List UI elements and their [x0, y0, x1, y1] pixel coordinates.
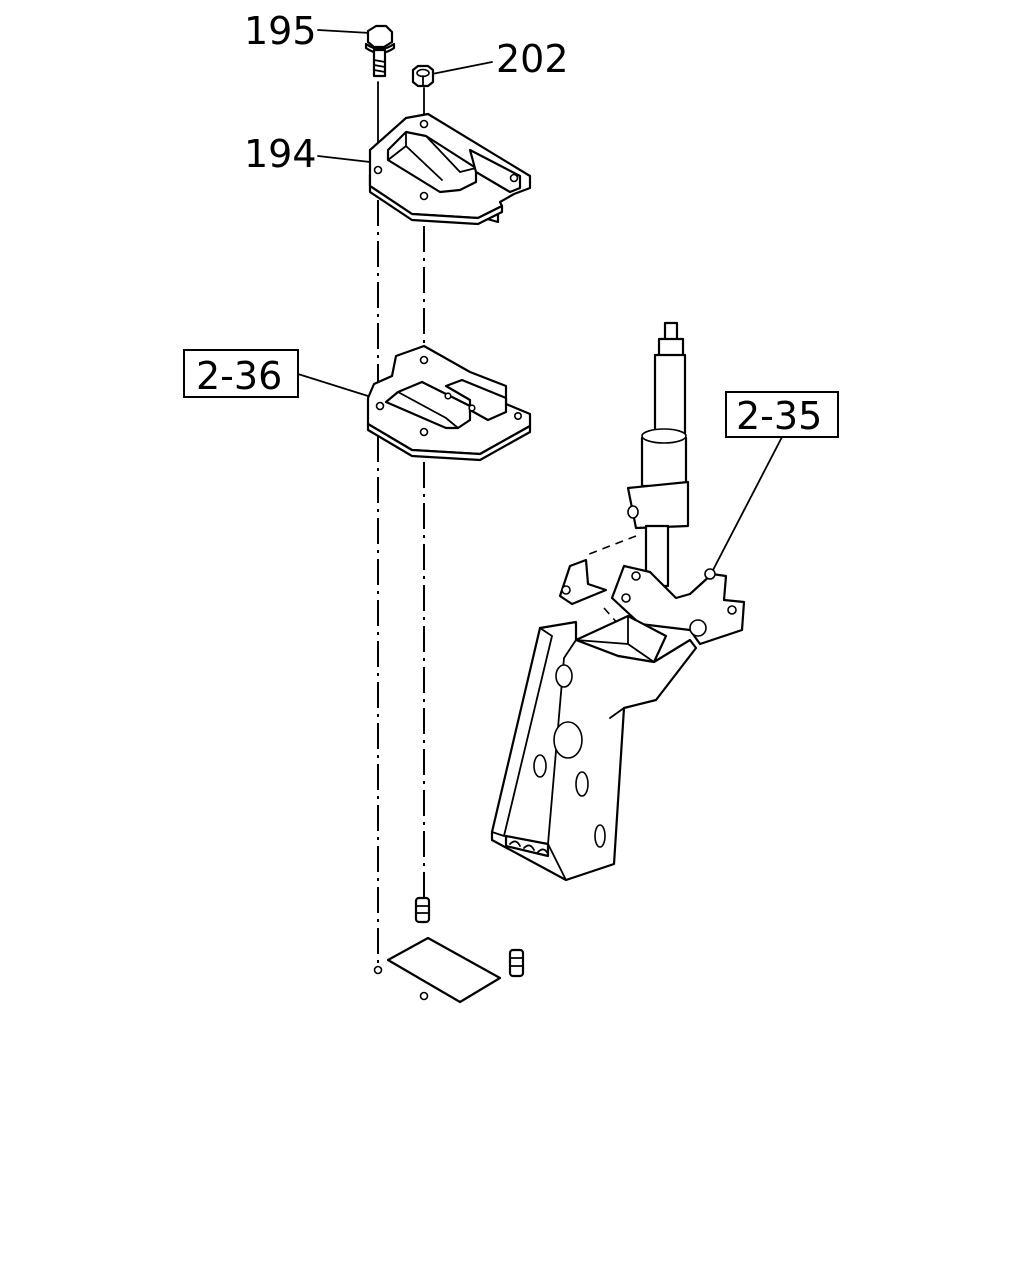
callout-2-35-text: 2-35 [736, 394, 822, 438]
upper-plate-hole-1 [373, 165, 383, 175]
bolt-head [366, 24, 394, 49]
upper-plate-hole-3 [419, 191, 429, 201]
dowel-pin-left-body [414, 896, 431, 924]
pivot-hole-2 [631, 571, 641, 581]
lower-plate-hole-4 [513, 411, 522, 420]
callout-202-text: 202 [496, 37, 569, 81]
callout-195-leader [317, 29, 371, 34]
callout-202-leader [431, 61, 493, 75]
lever-assembly-2-35[interactable] [490, 321, 746, 882]
shaft-boot-screw [627, 505, 639, 519]
frame-slot-2 [575, 771, 589, 797]
upper-plate-hole-4 [509, 173, 519, 183]
bolt-195[interactable] [364, 24, 396, 78]
lower-plate-hole-3 [419, 427, 429, 437]
dowel-pin-left-rings [415, 905, 430, 914]
dowel-pin-right[interactable] [508, 948, 525, 978]
callout-194-text: 194 [244, 132, 317, 176]
frame-block-edges [575, 615, 655, 663]
upper-plate-194[interactable] [368, 112, 532, 226]
shaft-upper [653, 353, 687, 435]
callout-194-leader [317, 155, 371, 163]
dowel-pin-right-body [508, 948, 525, 978]
pivot-hole-1 [621, 593, 631, 603]
gasket-outline [386, 936, 502, 1004]
dowel-pin-left[interactable] [414, 896, 431, 924]
callout-195[interactable]: 195 [244, 9, 371, 53]
callout-2-36-leader [297, 373, 369, 397]
dowel-pin-right-rings [509, 957, 524, 967]
lower-plate-pin-2 [468, 404, 476, 412]
upper-plate-tab [468, 148, 522, 194]
callout-2-35-box [725, 391, 839, 438]
gasket-hole-2 [419, 991, 429, 1001]
gasket-plate[interactable] [373, 936, 502, 1004]
frame-slot-4 [555, 664, 573, 688]
lower-plate-hole-1 [375, 401, 385, 411]
upper-plate-side [368, 184, 504, 226]
gasket-hole-1 [373, 965, 383, 975]
lower-plate-slot [384, 380, 472, 430]
left-bracket-hole [561, 585, 571, 595]
callout-2-36[interactable]: 2-36 [183, 349, 369, 398]
nut-202[interactable] [411, 64, 435, 88]
callout-2-35-leader [711, 436, 783, 573]
lower-plate-hole-2 [419, 355, 429, 365]
frame-bottom-notches [509, 840, 549, 855]
callout-2-35[interactable]: 2-35 [711, 391, 839, 573]
bolt-shank [372, 48, 387, 78]
pivot-boss [689, 619, 707, 637]
frame-large-hole [553, 721, 583, 759]
callout-2-36-box [183, 349, 299, 398]
upper-plate-channel-lines [387, 131, 477, 181]
upper-plate-hole-2 [419, 119, 429, 129]
callout-2-36-text: 2-36 [196, 354, 282, 398]
lower-plate-2-36[interactable] [366, 344, 532, 462]
callout-195-text: 195 [244, 9, 317, 53]
left-bracket [558, 558, 608, 606]
pivot-hole-3 [704, 568, 716, 580]
pivot-hole-4 [727, 605, 737, 615]
lower-plate-pin-1 [444, 392, 452, 400]
bolt-thread [373, 59, 386, 73]
callout-202[interactable]: 202 [431, 37, 569, 81]
shaft-boot [626, 480, 690, 530]
lower-plate-side [366, 422, 532, 462]
frame-body [490, 620, 698, 882]
frame-slot-3 [594, 824, 606, 848]
shaft-sleeve-top [641, 428, 687, 444]
lower-plate-block [444, 378, 508, 422]
callout-194[interactable]: 194 [244, 132, 371, 176]
frame-slot-1 [533, 754, 547, 778]
